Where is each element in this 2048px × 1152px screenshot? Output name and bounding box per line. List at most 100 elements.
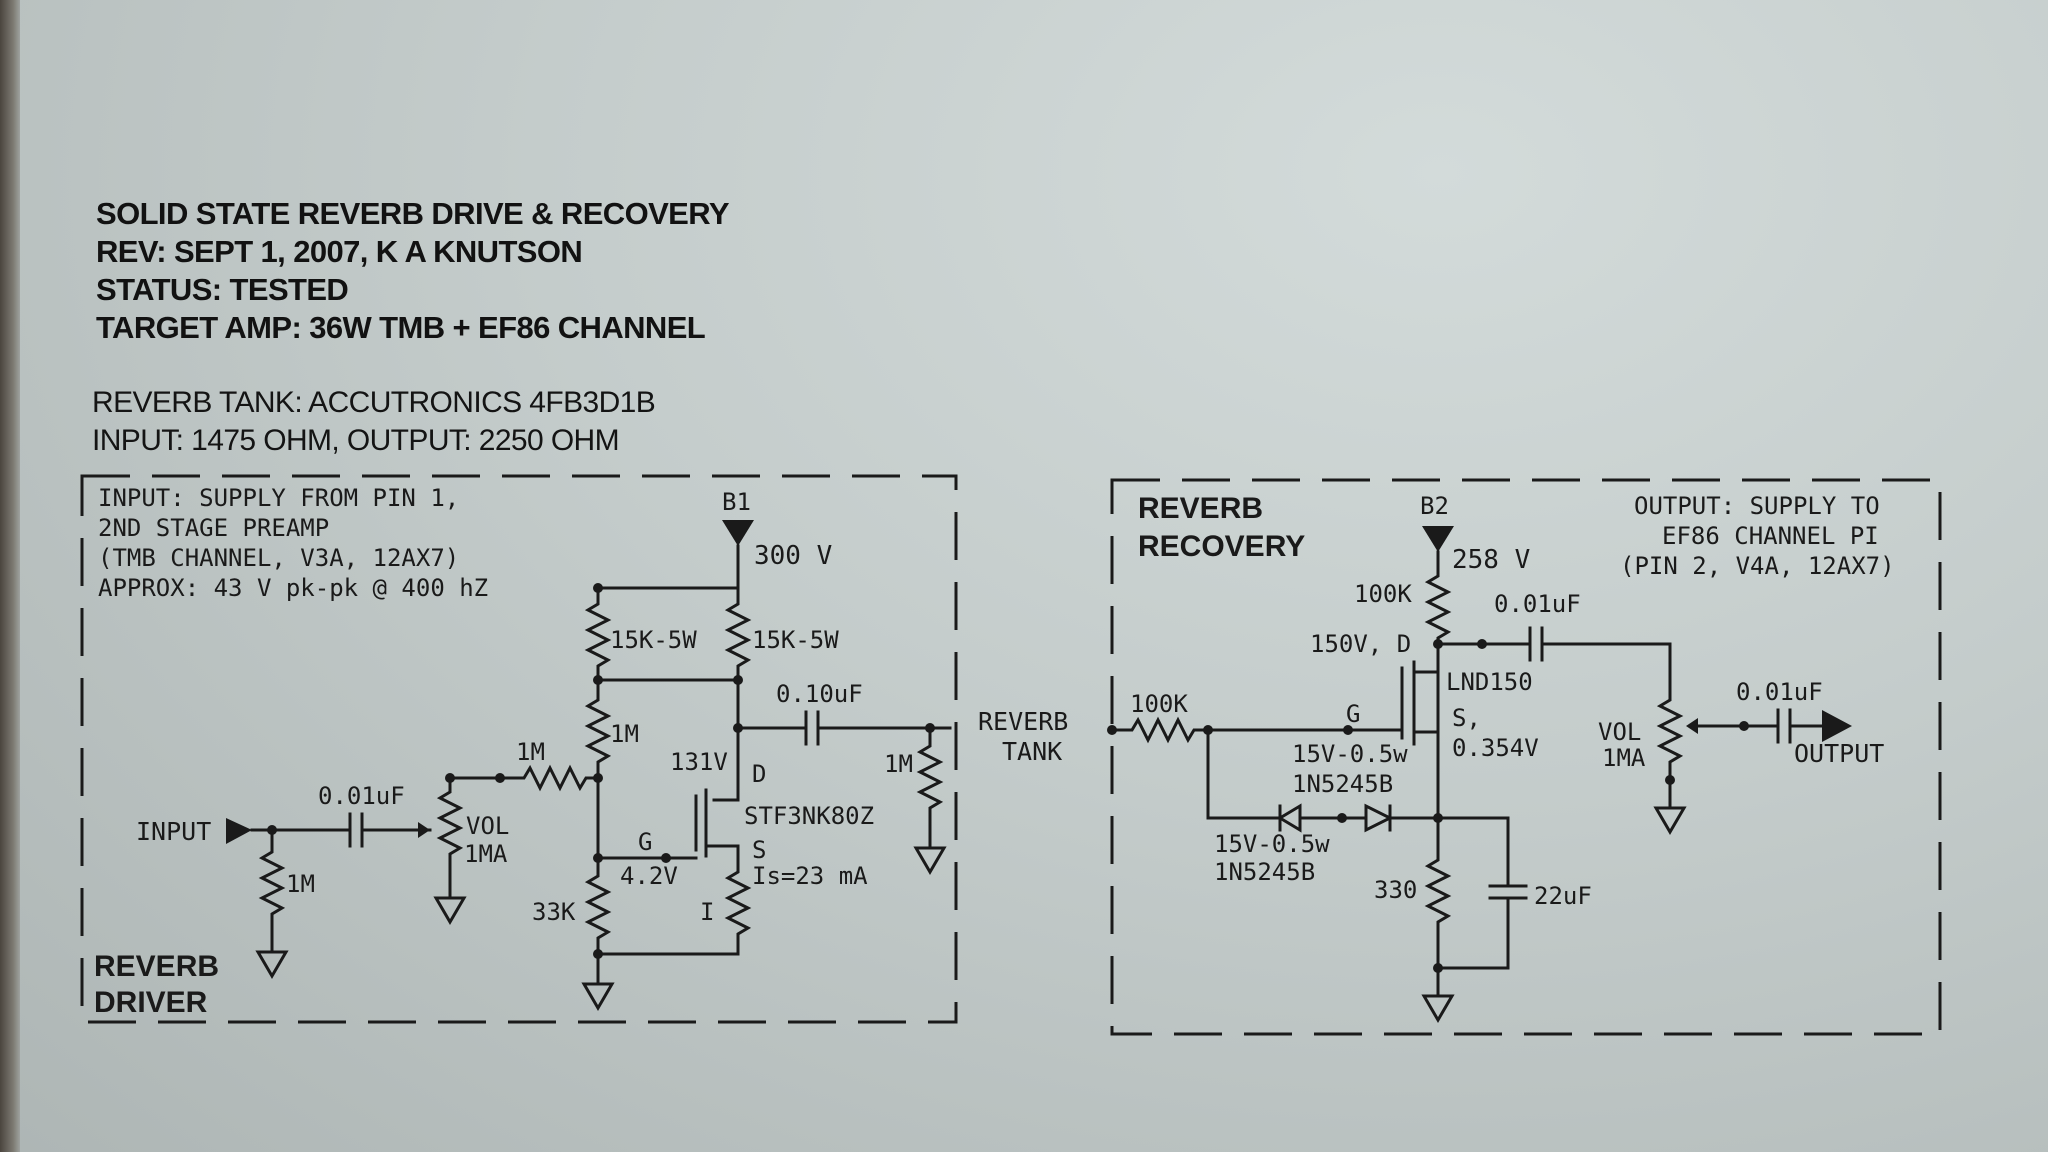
label-r-330: 330 xyxy=(1374,876,1417,904)
resistor-330 xyxy=(1424,770,1452,996)
ground-icon xyxy=(1421,994,1455,1023)
wiper-arrow-icon xyxy=(1686,718,1698,734)
capacitor-0-01uf-output xyxy=(1696,708,1824,744)
label-258v: 258 V xyxy=(1452,545,1530,575)
label-is: Is=23 mA xyxy=(752,862,868,890)
label-drain-voltage: 131V xyxy=(670,748,728,776)
resistor-15k-right xyxy=(724,544,752,682)
junction-node xyxy=(661,853,671,863)
driver-dashed-box xyxy=(80,474,958,1024)
driver-note-1: INPUT: SUPPLY FROM PIN 1, xyxy=(98,484,459,512)
label-vol-recovery-value: 1MA xyxy=(1602,744,1646,772)
mosfet-source-lead xyxy=(704,844,740,862)
zener-diode-right xyxy=(1364,803,1440,833)
wiper-arrow-icon xyxy=(418,822,430,838)
label-b2: B2 xyxy=(1420,492,1449,520)
driver-title-2: DRIVER xyxy=(94,986,208,1019)
label-zener-a2: 1N5245B xyxy=(1292,770,1393,798)
label-r-15k-right: 15K-5W xyxy=(752,626,839,654)
mosfet-lnd150-body xyxy=(1400,660,1416,746)
output-note-3: (PIN 2, V4A, 12AX7) xyxy=(1620,552,1895,580)
label-drain-driver: D xyxy=(752,760,766,788)
label-b1: B1 xyxy=(722,488,751,516)
label-gate-driver: G xyxy=(638,828,652,856)
label-r-1m-bias: 1M xyxy=(610,720,639,748)
label-source-recovery: S, xyxy=(1452,704,1481,732)
junction-node xyxy=(1433,963,1443,973)
output-arrow-icon xyxy=(1822,710,1852,742)
header-title: SOLID STATE REVERB DRIVE & RECOVERY xyxy=(96,196,730,231)
wire-drain-driver xyxy=(712,678,740,802)
driver-note-3: (TMB CHANNEL, V3A, 12AX7) xyxy=(98,544,459,572)
resistor-1m-output xyxy=(916,726,944,848)
ground-icon xyxy=(913,846,947,875)
resistor-100k-drain xyxy=(1424,550,1452,774)
input-arrow-icon xyxy=(226,818,252,844)
recovery-dashed-box xyxy=(1110,478,1942,1036)
ground-icon xyxy=(581,982,615,1011)
capacitor-0-10uf xyxy=(736,710,932,746)
label-zener-b1: 15V-0.5w xyxy=(1214,830,1330,858)
label-r-100k-input: 100K xyxy=(1130,690,1188,718)
capacitor-0-01uf-drain xyxy=(1436,626,1672,662)
driver-title-1: REVERB xyxy=(94,950,219,983)
junction-node xyxy=(593,949,603,959)
junction-node xyxy=(1337,813,1347,823)
zener-diode-left xyxy=(1277,803,1368,833)
label-zener-b2: 1N5245B xyxy=(1214,858,1315,886)
output-label: OUTPUT xyxy=(1794,739,1884,768)
tank-label-1: REVERB xyxy=(978,707,1068,736)
label-source-voltage: 0.354V xyxy=(1452,734,1539,762)
junction-node xyxy=(1665,775,1675,785)
ground-icon xyxy=(1653,806,1687,835)
junction-node xyxy=(1477,639,1487,649)
resistor-1m-bias xyxy=(584,678,612,780)
label-mosfet-recovery: LND150 xyxy=(1446,668,1533,696)
label-r-100k-drain: 100K xyxy=(1354,580,1412,608)
ground-icon xyxy=(433,896,467,925)
label-c-drain: 0.01uF xyxy=(1494,590,1581,618)
label-gate-voltage: 4.2V xyxy=(620,862,678,890)
resistor-15k-left xyxy=(584,586,612,682)
junction-node xyxy=(1343,725,1353,735)
label-r-input: 1M xyxy=(286,870,315,898)
output-note-1: OUTPUT: SUPPLY TO xyxy=(1634,492,1880,520)
pot-vol-recovery xyxy=(1656,642,1684,808)
label-c-input: 0.01uF xyxy=(318,782,405,810)
wire-zener-left xyxy=(1206,728,1282,820)
pot-vol-driver xyxy=(436,776,464,898)
header-reverb-tank: REVERB TANK: ACCUTRONICS 4FB3D1B xyxy=(92,386,656,419)
label-zener-a1: 15V-0.5w xyxy=(1292,740,1408,768)
header-impedance: INPUT: 1475 OHM, OUTPUT: 2250 OHM xyxy=(92,424,620,457)
driver-note-4: APPROX: 43 V pk-pk @ 400 hZ xyxy=(98,574,488,602)
header-target-amp: TARGET AMP: 36W TMB + EF86 CHANNEL xyxy=(96,310,706,345)
label-gate-recovery: G xyxy=(1346,700,1360,728)
label-c-out-driver: 0.10uF xyxy=(776,680,863,708)
label-mosfet-driver: STF3NK80Z xyxy=(744,802,874,830)
label-vol-recovery: VOL xyxy=(1598,718,1641,746)
driver-note-2: 2ND STAGE PREAMP xyxy=(98,514,329,542)
label-r-series: 1M xyxy=(516,738,545,766)
output-note-2: EF86 CHANNEL PI xyxy=(1662,522,1879,550)
capacitor-input xyxy=(348,812,364,848)
resistor-1m-input xyxy=(258,828,286,952)
resistor-100k-input xyxy=(1110,716,1404,744)
label-r-out-driver: 1M xyxy=(884,750,913,778)
paper-sheet xyxy=(20,0,2048,1152)
junction-node xyxy=(1739,721,1749,731)
header-revision: REV: SEPT 1, 2007, K A KNUTSON xyxy=(96,234,583,269)
supply-arrow-icon xyxy=(722,520,754,546)
recovery-title-2: RECOVERY xyxy=(1138,530,1305,563)
supply-arrow-icon xyxy=(1422,526,1454,552)
label-c-22uf: 22uF xyxy=(1534,882,1592,910)
label-c-out-recovery: 0.01uF xyxy=(1736,678,1823,706)
recovery-title-1: REVERB xyxy=(1138,492,1263,525)
label-source-driver: S xyxy=(752,836,766,864)
label-vol-driver-value: 1MA xyxy=(464,840,508,868)
label-i: I xyxy=(700,898,714,926)
junction-node xyxy=(445,773,455,783)
capacitor-22uf xyxy=(1436,816,1528,970)
label-vol-driver: VOL xyxy=(466,812,509,840)
